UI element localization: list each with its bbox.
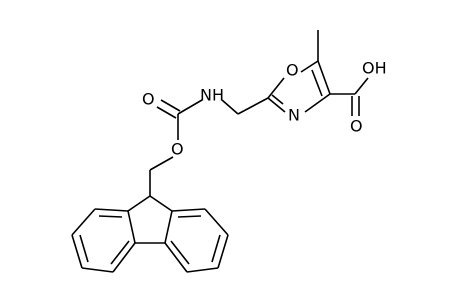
bond-left-inner-3	[110, 240, 130, 265]
atom-label-o-carbonyl: O	[142, 90, 155, 109]
atom-label-oh: OH	[362, 59, 387, 78]
bond-right-1	[171, 208, 206, 212]
atom-labels: O NH O O N OH O	[142, 59, 387, 159]
bond-c9-c9a	[127, 195, 151, 212]
bond-c9a-c4a	[127, 210, 136, 244]
bond-c8a-c4b	[164, 210, 173, 244]
bond-right-inner-2	[211, 234, 221, 263]
bond-c2-oring	[267, 77, 285, 99]
bond-right-4	[186, 267, 219, 273]
bond-c5-c4-inner	[311, 69, 323, 97]
atom-label-o-ester: O	[171, 140, 184, 159]
bond-left-1	[94, 208, 129, 212]
bond-right-5	[164, 242, 188, 273]
bond-c9-c8a	[149, 195, 173, 212]
bond-left-2	[71, 208, 96, 236]
bond-right-inner-1	[177, 215, 202, 218]
bond-left-5	[112, 242, 136, 273]
bond-right-2	[204, 208, 229, 236]
bond-c4-nring	[304, 93, 331, 113]
bond-right-inner-3	[170, 240, 190, 265]
bond-nring-c2	[267, 97, 286, 113]
bond-carbonyl-nh	[177, 99, 203, 115]
bond-ch2-c2	[237, 97, 269, 115]
bond-c5-c4	[317, 60, 331, 95]
bond-lines	[71, 30, 369, 273]
bond-left-4	[81, 267, 114, 273]
atom-label-o-acid: O	[350, 117, 363, 136]
bond-carbonyl-double-a	[156, 106, 177, 119]
atom-label-o-ring: O	[286, 61, 299, 80]
bond-left-inner-2	[79, 234, 89, 263]
bond-nh-ch2	[221, 99, 239, 115]
bond-nring-c2-inner	[271, 94, 284, 105]
bond-oring-c5	[300, 60, 319, 73]
bond-oester-ch2	[149, 156, 174, 171]
bond-carbonyl-double-b	[160, 99, 181, 112]
bond-right-3	[217, 234, 229, 269]
bond-left-inner-1	[98, 215, 123, 218]
atom-label-n-ring: N	[288, 106, 300, 125]
bond-cacid-oh	[354, 77, 369, 95]
atom-label-nh: NH	[200, 86, 224, 105]
bond-left-3	[71, 234, 83, 269]
